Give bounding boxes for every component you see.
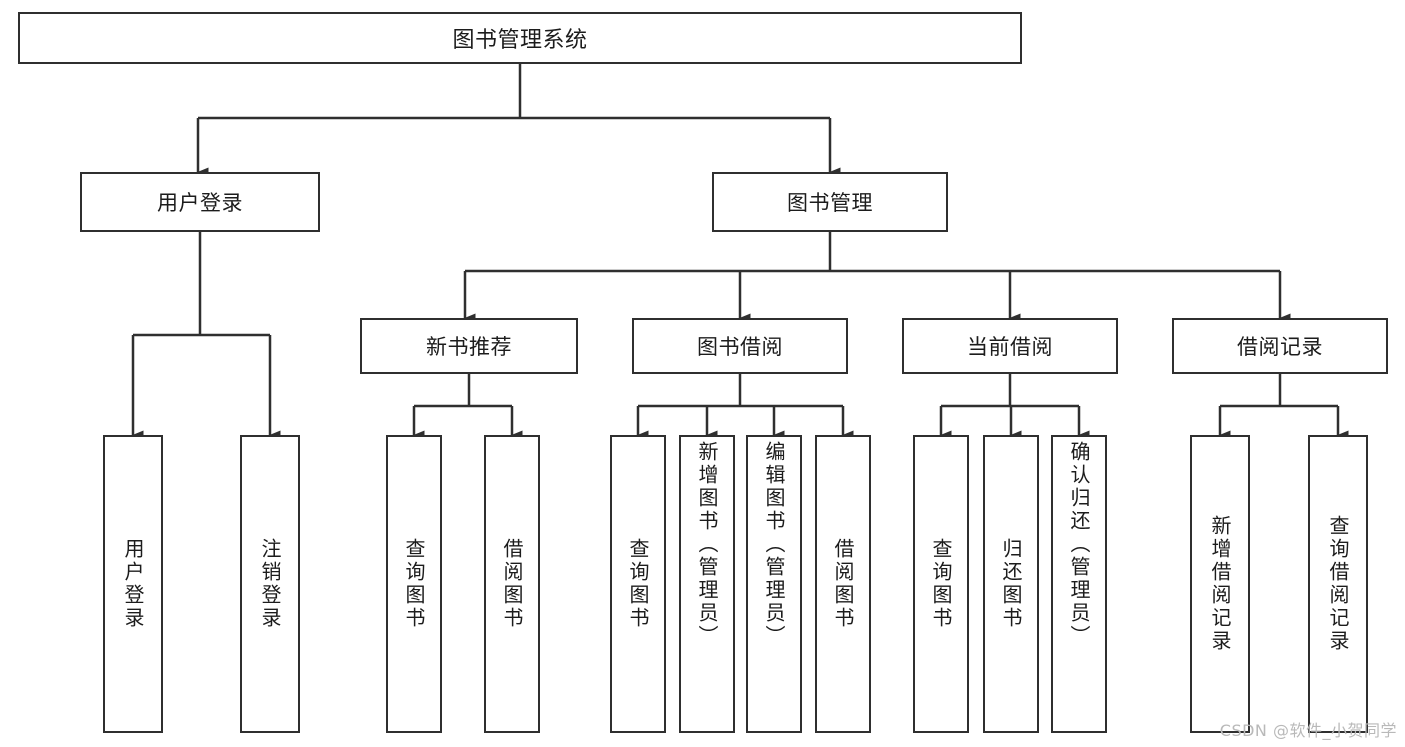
node-label: 查询借阅记录 bbox=[1326, 515, 1350, 653]
node-label: 新增借阅记录 bbox=[1208, 515, 1232, 653]
node-label: 借阅图书 bbox=[831, 538, 855, 630]
leaf-edit-book[interactable]: 编辑图书（管理员） bbox=[746, 435, 802, 733]
node-label: 新增图书（管理员） bbox=[695, 441, 719, 648]
node-label: 用户登录 bbox=[121, 538, 145, 630]
leaf-return-book[interactable]: 归还图书 bbox=[983, 435, 1039, 733]
leaf-user-login[interactable]: 用户登录 bbox=[103, 435, 163, 733]
leaf-add-book[interactable]: 新增图书（管理员） bbox=[679, 435, 735, 733]
node-label: 图书借阅 bbox=[697, 335, 783, 359]
node-new-book-recommendation[interactable]: 新书推荐 bbox=[360, 318, 578, 374]
leaf-confirm-return[interactable]: 确认归还（管理员） bbox=[1051, 435, 1107, 733]
node-borrowing-records[interactable]: 借阅记录 bbox=[1172, 318, 1388, 374]
leaf-query-book-3[interactable]: 查询图书 bbox=[913, 435, 969, 733]
node-label: 确认归还（管理员） bbox=[1067, 441, 1091, 648]
node-label: 图书管理 bbox=[787, 191, 873, 215]
node-label: 查询图书 bbox=[402, 538, 426, 630]
node-label: 图书管理系统 bbox=[452, 28, 588, 53]
tree-connectors bbox=[131, 64, 1349, 440]
node-label: 用户登录 bbox=[157, 191, 243, 215]
node-label: 查询图书 bbox=[626, 538, 650, 630]
node-label: 新书推荐 bbox=[426, 335, 512, 359]
leaf-query-book-2[interactable]: 查询图书 bbox=[610, 435, 666, 733]
node-current-borrowing[interactable]: 当前借阅 bbox=[902, 318, 1118, 374]
leaf-query-record[interactable]: 查询借阅记录 bbox=[1308, 435, 1368, 733]
leaf-borrow-book-2[interactable]: 借阅图书 bbox=[815, 435, 871, 733]
leaf-query-book-1[interactable]: 查询图书 bbox=[386, 435, 442, 733]
node-book-management[interactable]: 图书管理 bbox=[712, 172, 948, 232]
node-book-borrowing[interactable]: 图书借阅 bbox=[632, 318, 848, 374]
node-label: 借阅图书 bbox=[500, 538, 524, 630]
node-user-login[interactable]: 用户登录 bbox=[80, 172, 320, 232]
node-label: 查询图书 bbox=[929, 538, 953, 630]
node-label: 注销登录 bbox=[258, 538, 282, 630]
node-root-book-management-system[interactable]: 图书管理系统 bbox=[18, 12, 1022, 64]
leaf-logout[interactable]: 注销登录 bbox=[240, 435, 300, 733]
leaf-borrow-book-1[interactable]: 借阅图书 bbox=[484, 435, 540, 733]
node-label: 借阅记录 bbox=[1237, 335, 1323, 359]
node-label: 归还图书 bbox=[999, 538, 1023, 630]
node-label: 当前借阅 bbox=[967, 335, 1053, 359]
node-label: 编辑图书（管理员） bbox=[762, 441, 786, 648]
leaf-add-record[interactable]: 新增借阅记录 bbox=[1190, 435, 1250, 733]
